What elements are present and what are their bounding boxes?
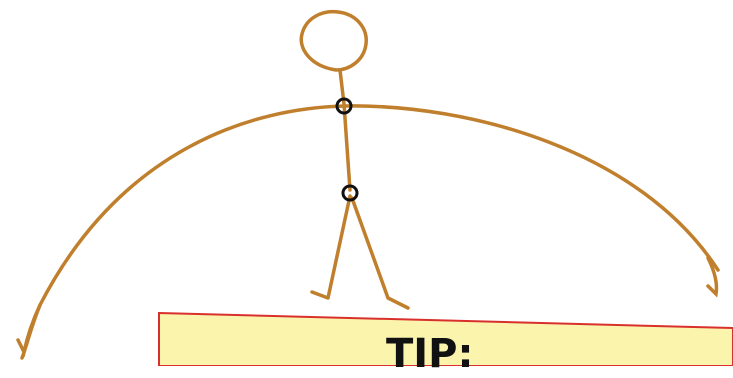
- stick-figure-illustration: [0, 0, 733, 366]
- arc-left-hook: [18, 305, 40, 352]
- tip-heading: TIP:: [386, 330, 473, 378]
- stick-figure-right-leg: [352, 198, 408, 308]
- stick-figure-head: [301, 12, 366, 70]
- balance-arc: [22, 106, 718, 358]
- stick-figure-body: [340, 70, 350, 190]
- stick-figure-left-leg: [312, 196, 350, 298]
